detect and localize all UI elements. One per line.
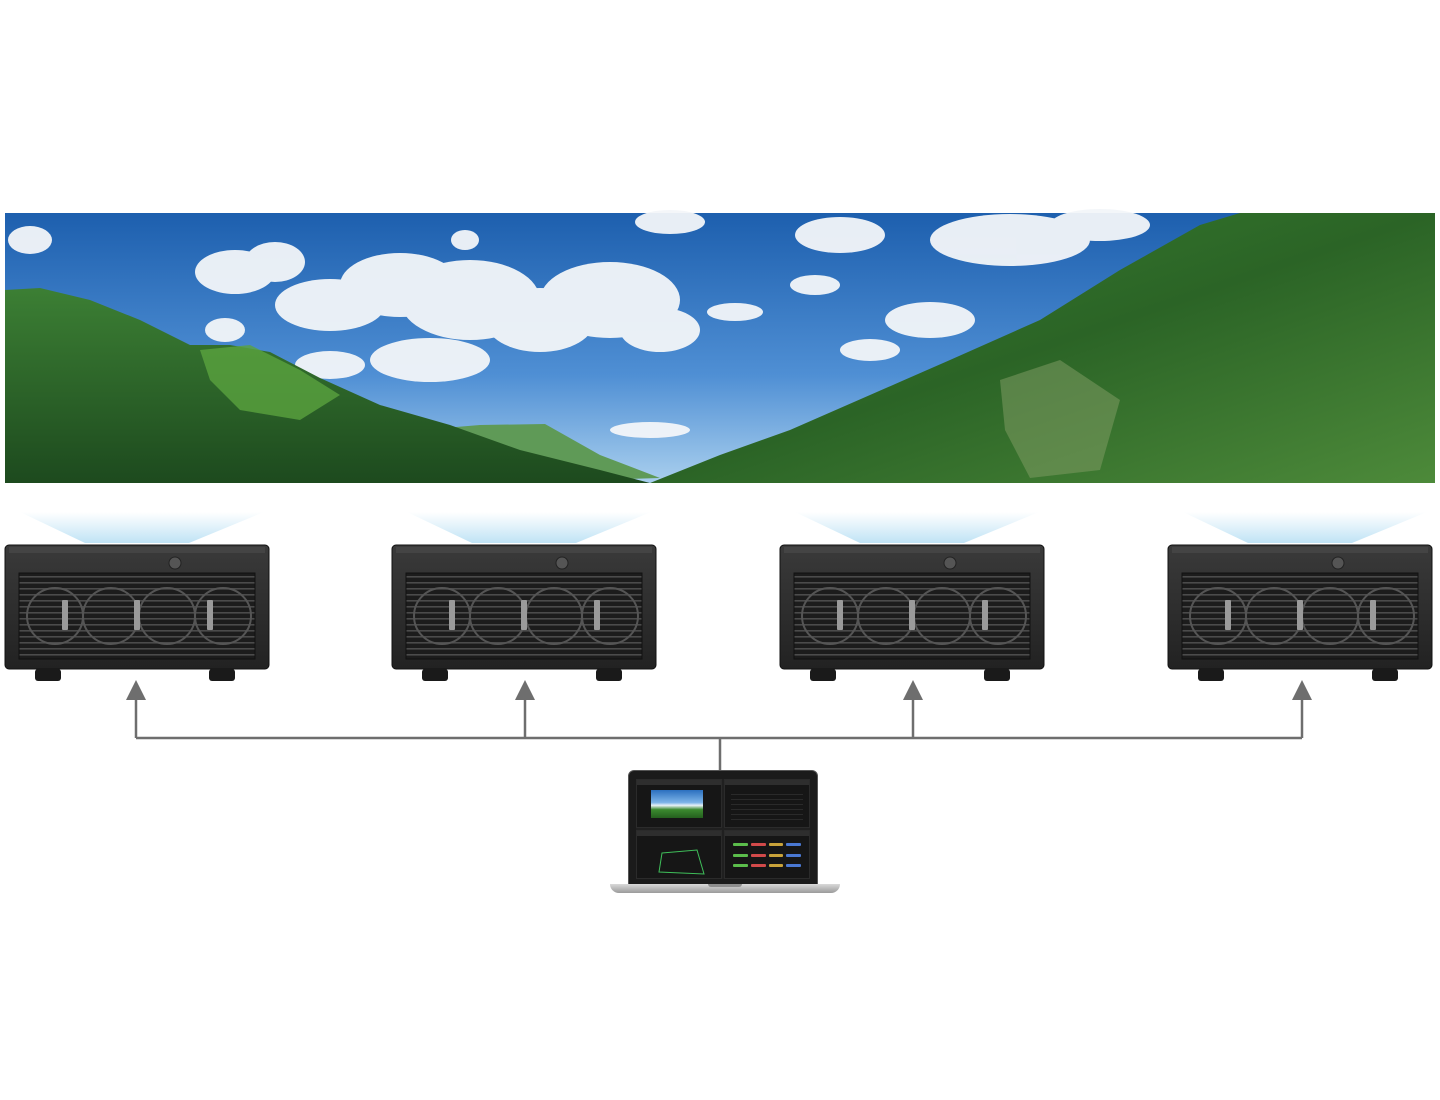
foot-left: [422, 669, 448, 681]
right-forest-hill: [650, 213, 1435, 483]
grille-latch: [62, 600, 68, 630]
projected-panorama-image: [5, 209, 1435, 483]
color-chip: [733, 853, 748, 857]
light-beam: [20, 512, 264, 543]
grille-latch: [1370, 600, 1376, 630]
laptop-base: [610, 884, 840, 893]
left-forest-hill: [5, 288, 650, 483]
color-chip: [750, 843, 766, 846]
top-trim: [396, 547, 652, 553]
grille-latch: [521, 600, 527, 630]
top-trim: [784, 547, 1040, 553]
grille-latch: [207, 600, 213, 630]
color-chip: [768, 853, 784, 857]
settings-pane: [724, 779, 810, 828]
foot-right: [596, 669, 622, 681]
preview-pane: [636, 779, 722, 828]
foot-left: [1198, 669, 1224, 681]
connection-lines: [126, 680, 1312, 770]
foot-right: [1372, 669, 1398, 681]
warp-quad-icon: [658, 849, 705, 875]
color-chip: [768, 864, 784, 868]
color-chip: [750, 864, 766, 868]
lens-button-icon: [1331, 556, 1345, 570]
image-thumbnail: [651, 790, 703, 818]
lens-button-icon: [168, 556, 182, 570]
grille-latch: [837, 600, 843, 630]
light-beam: [795, 512, 1039, 543]
meadow-patch: [200, 345, 340, 420]
color-chip: [786, 853, 801, 857]
light-beam: [407, 512, 651, 543]
projector-4: [1167, 512, 1433, 681]
foot-right: [984, 669, 1010, 681]
projector-2: [391, 512, 657, 681]
laptop-screen: [636, 779, 810, 879]
color-chip: [786, 864, 801, 868]
projector-1: [4, 512, 270, 681]
color-chip: [786, 843, 801, 846]
light-beam: [1183, 512, 1427, 543]
color-chip: [733, 843, 748, 846]
laptop-screen-bezel: [628, 770, 818, 886]
laptop-icon: [610, 770, 840, 895]
lens-button-icon: [555, 556, 569, 570]
foot-left: [35, 669, 61, 681]
color-chip: [750, 853, 766, 857]
top-trim: [1172, 547, 1428, 553]
color-chip: [733, 864, 748, 868]
foot-left: [810, 669, 836, 681]
rock-face: [1000, 360, 1120, 478]
color-chip: [768, 843, 784, 846]
grille-latch: [982, 600, 988, 630]
grille-latch: [909, 600, 915, 630]
grille-latch: [134, 600, 140, 630]
cloud-group: [8, 209, 1150, 438]
fan-icon: [581, 587, 639, 645]
top-trim: [9, 547, 265, 553]
lens-button-icon: [943, 556, 957, 570]
fan-icon: [1357, 587, 1415, 645]
projector-3: [779, 512, 1045, 681]
grille-latch: [1297, 600, 1303, 630]
fan-icon: [969, 587, 1027, 645]
grille-latch: [594, 600, 600, 630]
grille-latch: [1225, 600, 1231, 630]
grille-latch: [449, 600, 455, 630]
color-pane: [724, 830, 810, 879]
fan-icon: [194, 587, 252, 645]
foot-right: [209, 669, 235, 681]
geometry-pane: [636, 830, 722, 879]
